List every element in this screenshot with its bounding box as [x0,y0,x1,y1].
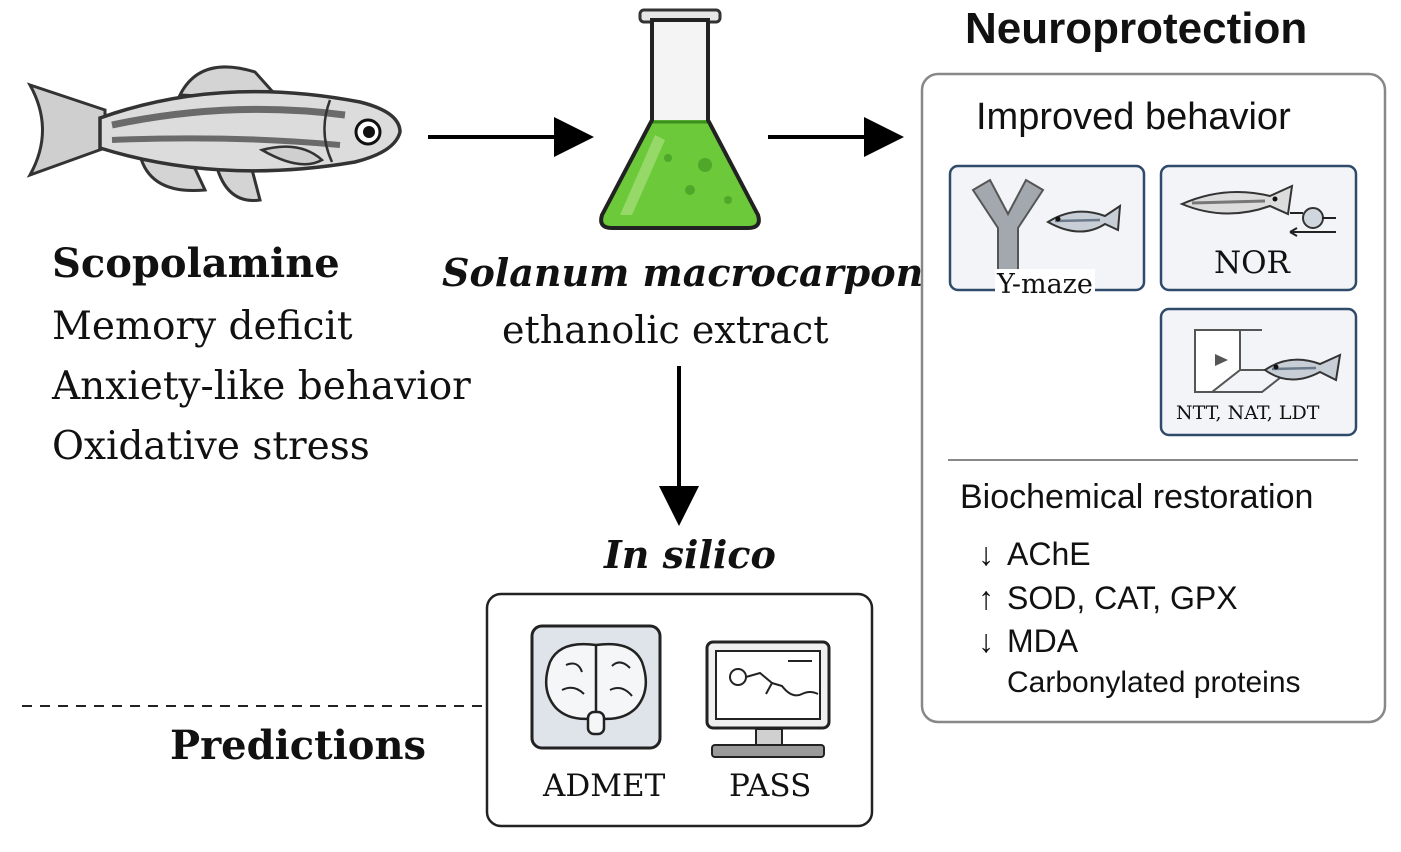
tank-icon [1159,307,1358,437]
zebrafish-icon [26,65,402,202]
biomarker-mda: MDA [1007,623,1079,659]
effect-memory-deficit: Memory deficit [52,304,353,349]
insilico-title: In silico [604,532,776,577]
neuroprotection-title: Neuroprotection [965,4,1308,53]
effect-anxiety: Anxiety-like behavior [52,364,471,409]
down-arrow-icon: ↓ [978,536,994,572]
ntt-nat-ldt-label: NTT, NAT, LDT [1176,402,1320,424]
up-arrow-icon: ↑ [978,580,994,616]
predictions-label: Predictions [170,722,427,769]
down-arrow-icon: ↓ [978,623,994,659]
flask-icon [599,8,761,230]
biomarker-ache: AChE [1007,536,1091,572]
biomarker-carbonylated-proteins: Carbonylated proteins [1007,666,1301,699]
improved-behavior-title: Improved behavior [976,96,1291,138]
nor-icon [1159,164,1358,292]
extract-type: ethanolic extract [502,308,829,352]
ymaze-label: Y-maze [995,269,1095,300]
pass-label: PASS [729,768,812,804]
effect-oxidative-stress: Oxidative stress [52,424,370,469]
scopolamine-title: Scopolamine [52,240,340,287]
biomarker-antioxidants: SOD, CAT, GPX [1007,580,1238,616]
biochemical-restoration-title: Biochemical restoration [960,478,1314,516]
nor-label: NOR [1214,245,1290,281]
admet-label: ADMET [543,768,666,804]
flow-arrows [428,117,904,526]
computer-icon [705,640,831,758]
extract-name: Solanum macrocarpon [442,250,924,295]
brain-icon [530,624,662,750]
